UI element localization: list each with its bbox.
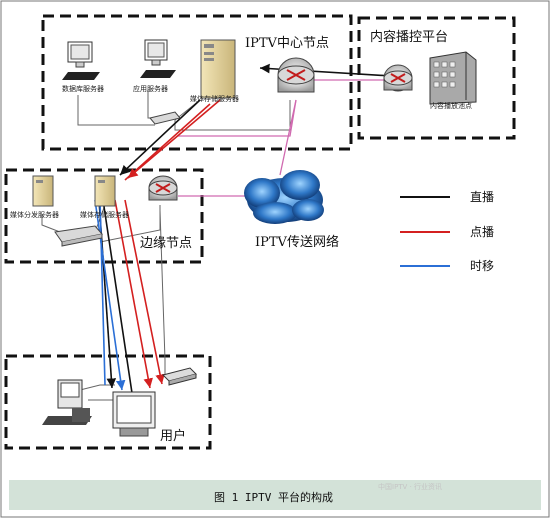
media-distribution-server-icon bbox=[32, 175, 54, 207]
network-label: IPTV传送网络 bbox=[255, 235, 339, 250]
media-storage-server-label: 媒体存储服务器 bbox=[190, 95, 239, 103]
vod-flows bbox=[114, 99, 221, 389]
center-node-region bbox=[41, 14, 353, 151]
legend-timeshift-label: 时移 bbox=[470, 259, 495, 273]
edge-storage-server-icon bbox=[94, 175, 116, 207]
live-flows bbox=[98, 63, 393, 394]
edge-switch-icon bbox=[54, 225, 103, 247]
building-icon bbox=[429, 51, 477, 105]
caption-bar: 图 1 IPTV 平台的构成 bbox=[9, 480, 541, 510]
content-platform-region bbox=[357, 16, 516, 140]
watermark: 中国IPTV · 行业资讯 bbox=[378, 483, 443, 491]
edge-storage-server-label: 媒体存储服务器 bbox=[80, 211, 129, 219]
backbone-links bbox=[178, 79, 388, 197]
user-pc-icon bbox=[42, 379, 92, 425]
set-top-box-icon bbox=[162, 367, 197, 386]
edge-router-icon bbox=[148, 175, 178, 201]
media-storage-server-icon bbox=[200, 39, 236, 99]
application-server-label: 应用服务器 bbox=[133, 85, 168, 93]
content-router-icon bbox=[383, 64, 413, 92]
edge-node-region bbox=[4, 168, 204, 264]
content-source-label: 内容播放池点 bbox=[430, 102, 472, 110]
legend-live-label: 直播 bbox=[470, 190, 495, 204]
user-label: 用户 bbox=[160, 429, 187, 444]
iptv-network-cloud-icon bbox=[244, 170, 324, 224]
legend-vod-label: 点播 bbox=[470, 225, 495, 239]
center-node-label: IPTV中心节点 bbox=[245, 36, 329, 51]
database-server-label: 数据库服务器 bbox=[62, 85, 104, 93]
edge-node-label: 边缘节点 bbox=[140, 236, 193, 251]
media-distribution-server-label: 媒体分发服务器 bbox=[10, 211, 59, 219]
database-server-icon bbox=[62, 41, 100, 80]
center-router-icon bbox=[277, 57, 315, 93]
figure-caption: 图 1 IPTV 平台的构成 bbox=[214, 491, 333, 504]
application-server-icon bbox=[140, 39, 176, 78]
user-region bbox=[4, 354, 212, 450]
content-platform-label: 内容播控平台 bbox=[370, 30, 449, 45]
tv-icon bbox=[112, 391, 156, 437]
center-switch-icon bbox=[149, 111, 181, 125]
